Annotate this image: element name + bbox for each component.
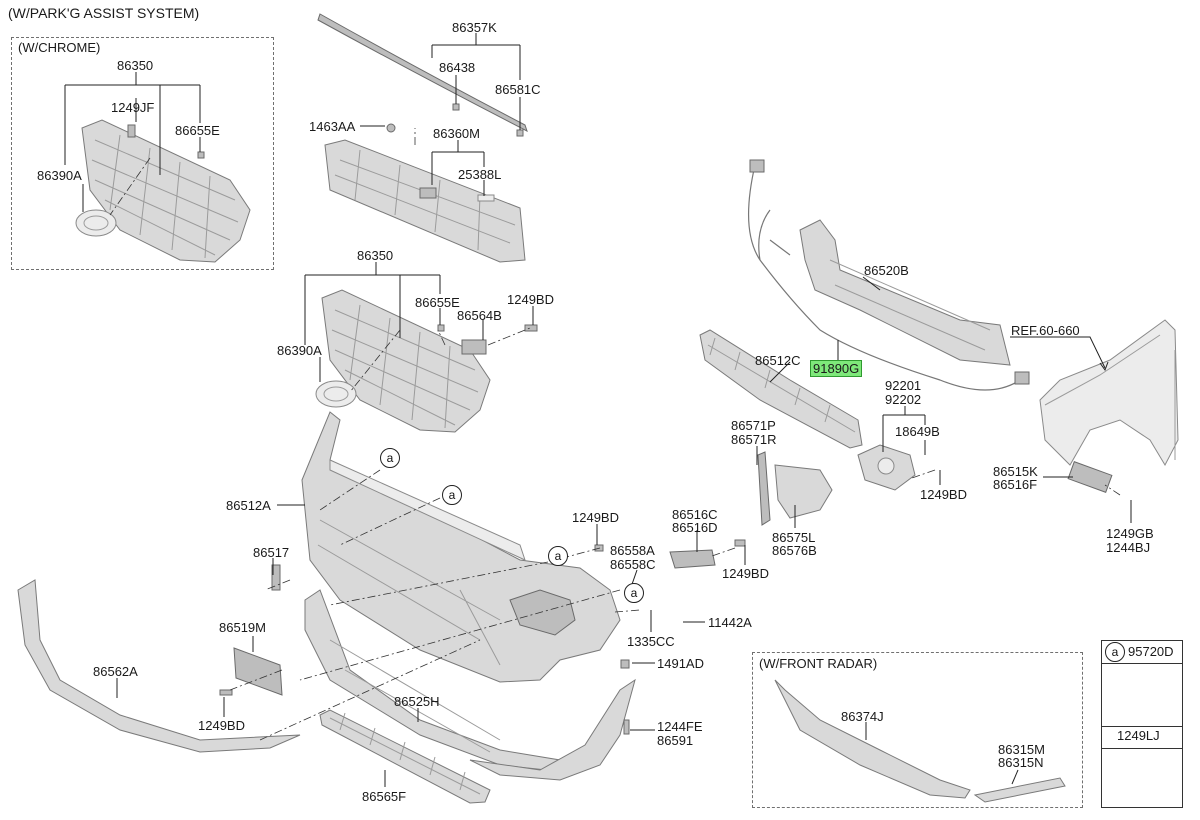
legend-marker: a bbox=[1105, 642, 1125, 662]
part-label-86558A[interactable]: 86558A bbox=[610, 543, 655, 558]
fog-cover-drawing bbox=[757, 451, 833, 526]
legend-part-1249LJ[interactable]: 1249LJ bbox=[1117, 728, 1160, 743]
part-label-92201[interactable]: 92201 bbox=[885, 378, 922, 393]
part-label-86571P[interactable]: 86571P bbox=[731, 418, 776, 433]
radar-trim-drawing bbox=[774, 679, 1066, 803]
part-label-86575L[interactable]: 86575L bbox=[772, 530, 816, 545]
part-label-86512A[interactable]: 86512A bbox=[226, 498, 271, 513]
part-label-1244BJ[interactable]: 1244BJ bbox=[1106, 540, 1151, 555]
part-label-86516F[interactable]: 86516F bbox=[993, 477, 1038, 492]
energy-absorber-drawing bbox=[799, 219, 1011, 366]
chrome-variant-box bbox=[11, 37, 274, 270]
fender-ref-drawing bbox=[1039, 319, 1179, 493]
grille-carrier-drawing bbox=[324, 123, 526, 263]
legend-row-2-header bbox=[1102, 726, 1182, 749]
legend-table bbox=[1101, 640, 1183, 808]
part-label-86357K[interactable]: 86357K bbox=[452, 20, 497, 35]
part-label-86565F[interactable]: 86565F bbox=[362, 789, 407, 804]
ref-marker-a-2: a bbox=[442, 485, 462, 505]
legend-row-1-image bbox=[1102, 663, 1182, 727]
license-bracket-drawing bbox=[219, 564, 283, 696]
part-label-1249JF[interactable]: 1249JF bbox=[111, 100, 155, 115]
part-label-1249BD-bracket[interactable]: 1249BD bbox=[722, 566, 769, 581]
part-label-86512C[interactable]: 86512C bbox=[755, 353, 801, 368]
skid-plate-drawing bbox=[17, 579, 301, 753]
part-label-86374J[interactable]: 86374J bbox=[841, 709, 884, 724]
part-label-86516C[interactable]: 86516C bbox=[672, 507, 718, 522]
diagram-header: (W/PARK'G ASSIST SYSTEM) bbox=[8, 5, 200, 21]
part-label-1491AD[interactable]: 1491AD bbox=[657, 656, 704, 671]
part-label-86517[interactable]: 86517 bbox=[253, 545, 290, 560]
front-radar-variant-label: (W/FRONT RADAR) bbox=[759, 656, 878, 671]
part-label-86515K[interactable]: 86515K bbox=[993, 464, 1038, 479]
part-label-1249GB[interactable]: 1249GB bbox=[1106, 526, 1154, 541]
part-label-86576B[interactable]: 86576B bbox=[772, 543, 817, 558]
part-label-86655E-chrome[interactable]: 86655E bbox=[175, 123, 220, 138]
part-label-25388L[interactable]: 25388L bbox=[458, 167, 502, 182]
grille-drawing bbox=[315, 289, 538, 433]
ref-marker-a-1: a bbox=[380, 448, 400, 468]
legend-row-1-header bbox=[1102, 641, 1182, 664]
part-label-92202[interactable]: 92202 bbox=[885, 392, 922, 407]
part-label-1463AA[interactable]: 1463AA bbox=[309, 119, 356, 134]
lower-grille-drawing bbox=[319, 709, 491, 804]
part-label-86558C[interactable]: 86558C bbox=[610, 557, 656, 572]
part-label-86438[interactable]: 86438 bbox=[439, 60, 476, 75]
ref-marker-a-3: a bbox=[548, 546, 568, 566]
part-label-86350[interactable]: 86350 bbox=[357, 248, 394, 263]
part-label-86520B[interactable]: 86520B bbox=[864, 263, 909, 278]
part-label-91890G[interactable]: 91890G bbox=[809, 360, 863, 377]
part-label-1244FE[interactable]: 1244FE bbox=[657, 719, 703, 734]
part-label-86390A[interactable]: 86390A bbox=[277, 343, 322, 358]
part-label-1249BD-grille[interactable]: 1249BD bbox=[507, 292, 554, 307]
part-label-18649B[interactable]: 18649B bbox=[895, 424, 940, 439]
part-label-86360M[interactable]: 86360M bbox=[433, 126, 480, 141]
ref-label-fender[interactable]: REF.60-660 bbox=[1011, 323, 1080, 338]
part-label-86350-chrome[interactable]: 86350 bbox=[117, 58, 154, 73]
part-label-86581C[interactable]: 86581C bbox=[495, 82, 541, 97]
bumper-cover-drawing bbox=[301, 411, 621, 683]
ref-marker-a-4: a bbox=[624, 583, 644, 603]
part-label-86591[interactable]: 86591 bbox=[657, 733, 694, 748]
part-label-1249BD-plate[interactable]: 1249BD bbox=[198, 718, 245, 733]
part-label-1249BD-bumper[interactable]: 1249BD bbox=[572, 510, 619, 525]
part-label-86655E[interactable]: 86655E bbox=[415, 295, 460, 310]
fog-lamp-drawing bbox=[857, 444, 916, 491]
lower-chrome-strip-drawing bbox=[469, 659, 636, 781]
wiring-harness-drawing bbox=[747, 159, 1030, 391]
front-radar-variant-box bbox=[752, 652, 1083, 808]
chrome-grille-drawing bbox=[75, 119, 251, 263]
part-label-86571R[interactable]: 86571R bbox=[731, 432, 777, 447]
part-label-86516D[interactable]: 86516D bbox=[672, 520, 718, 535]
part-label-86519M[interactable]: 86519M bbox=[219, 620, 266, 635]
part-label-86562A[interactable]: 86562A bbox=[93, 664, 138, 679]
part-label-11442A[interactable]: 11442A bbox=[708, 615, 752, 630]
upper-grille-insert-drawing bbox=[699, 329, 863, 449]
part-label-86564B[interactable]: 86564B bbox=[457, 308, 502, 323]
part-label-1335CC[interactable]: 1335CC bbox=[627, 634, 675, 649]
part-label-1249BD-foglamp[interactable]: 1249BD bbox=[920, 487, 967, 502]
legend-part-95720D[interactable]: 95720D bbox=[1128, 644, 1174, 659]
part-label-86390A-chrome[interactable]: 86390A bbox=[37, 168, 82, 183]
part-label-86525H[interactable]: 86525H bbox=[394, 694, 440, 709]
chrome-variant-label: (W/CHROME) bbox=[18, 40, 101, 55]
part-label-86315N[interactable]: 86315N bbox=[998, 755, 1044, 770]
part-label-86315M[interactable]: 86315M bbox=[998, 742, 1045, 757]
